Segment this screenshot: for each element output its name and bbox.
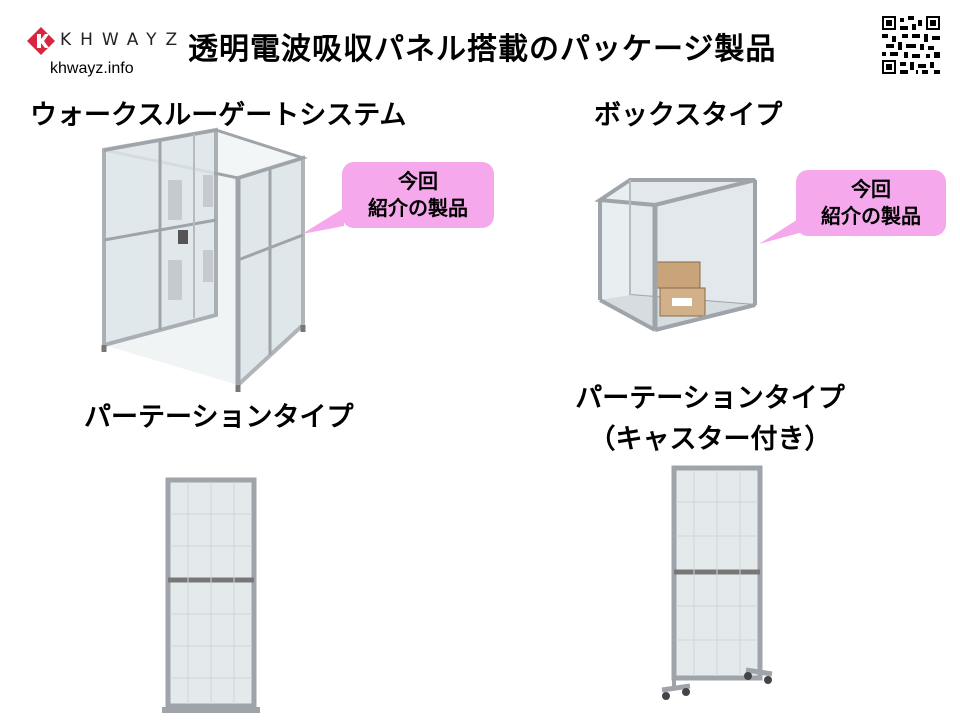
product-label-walkthrough: ウォークスルーゲートシステム xyxy=(30,100,407,131)
callout-bubble-2: 今回 紹介の製品 xyxy=(796,170,946,236)
logo-url: khwayz.info xyxy=(50,60,134,77)
page-title: 透明電波吸収パネル搭載のパッケージ製品 xyxy=(188,32,777,67)
partition-type-image xyxy=(158,474,264,720)
box-type-image xyxy=(590,178,770,355)
product-label-partition: パーテーションタイプ xyxy=(84,402,354,433)
callout-1-line2: 紹介の製品 xyxy=(368,196,468,220)
product-label-partition-caster-line2: （キャスター付き） xyxy=(588,424,832,455)
logo xyxy=(26,26,56,56)
callout-pointer-1 xyxy=(302,208,344,234)
qr-code-icon xyxy=(882,16,940,74)
callout-bubble-1: 今回 紹介の製品 xyxy=(342,162,494,228)
logo-text: KHWAYZ xyxy=(60,30,187,50)
walkthrough-gate-image xyxy=(98,120,318,395)
khwayz-k-logo-icon xyxy=(27,27,55,55)
product-label-partition-caster: パーテーションタイプ （キャスター付き） xyxy=(530,378,890,460)
callout-2-line2: 紹介の製品 xyxy=(821,204,921,228)
product-label-box: ボックスタイプ xyxy=(594,100,783,131)
product-label-partition-caster-line1: パーテーションタイプ xyxy=(575,383,845,414)
partition-caster-image xyxy=(660,464,776,704)
callout-pointer-2 xyxy=(759,216,803,244)
callout-1-line1: 今回 xyxy=(398,169,438,193)
callout-2-line1: 今回 xyxy=(851,177,891,201)
qr-code xyxy=(882,16,940,74)
